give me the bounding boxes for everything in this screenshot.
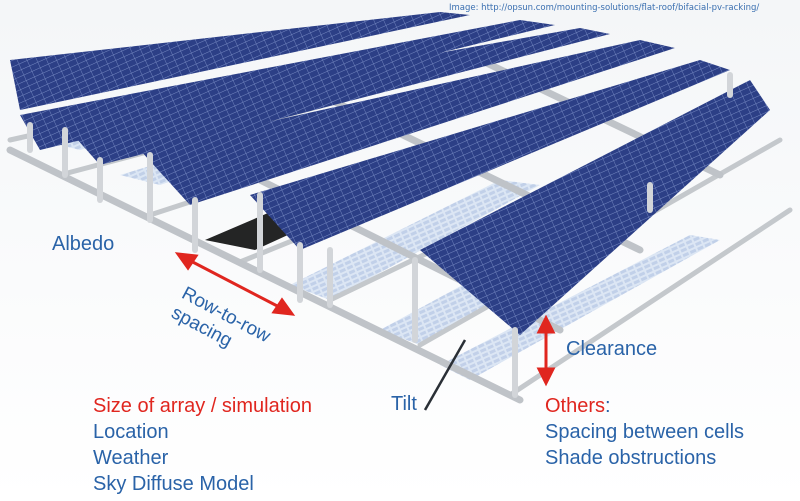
left-list-item-sky-diffuse: Sky Diffuse Model <box>93 473 254 495</box>
panel-rows <box>10 12 770 335</box>
right-list-item-cell-spacing: Spacing between cells <box>545 421 745 443</box>
tilt-line <box>423 339 467 411</box>
left-list-item-weather: Weather <box>93 447 169 469</box>
image-credit: Image: http://opsun.com/mounting-solutio… <box>449 3 760 13</box>
row-spacing-arrow <box>174 252 296 316</box>
albedo-label: Albedo <box>52 233 115 255</box>
left-list-item-location: Location <box>93 421 169 443</box>
right-parameter-list: Others: Spacing between cells Shade obst… <box>545 393 744 471</box>
left-list-item-array-size: Size of array / simulation <box>93 395 312 417</box>
others-heading: Others <box>545 395 606 417</box>
clearance-label: Clearance <box>566 338 658 360</box>
right-list-item-shade: Shade obstructions <box>545 447 717 469</box>
left-parameter-list: Size of array / simulation Location Weat… <box>93 393 312 497</box>
tilt-label: Tilt <box>391 393 417 415</box>
right-list-heading: Others: <box>545 393 744 419</box>
support-legs <box>27 72 733 398</box>
clearance-arrow <box>536 314 556 387</box>
others-heading-colon: : <box>605 395 611 417</box>
